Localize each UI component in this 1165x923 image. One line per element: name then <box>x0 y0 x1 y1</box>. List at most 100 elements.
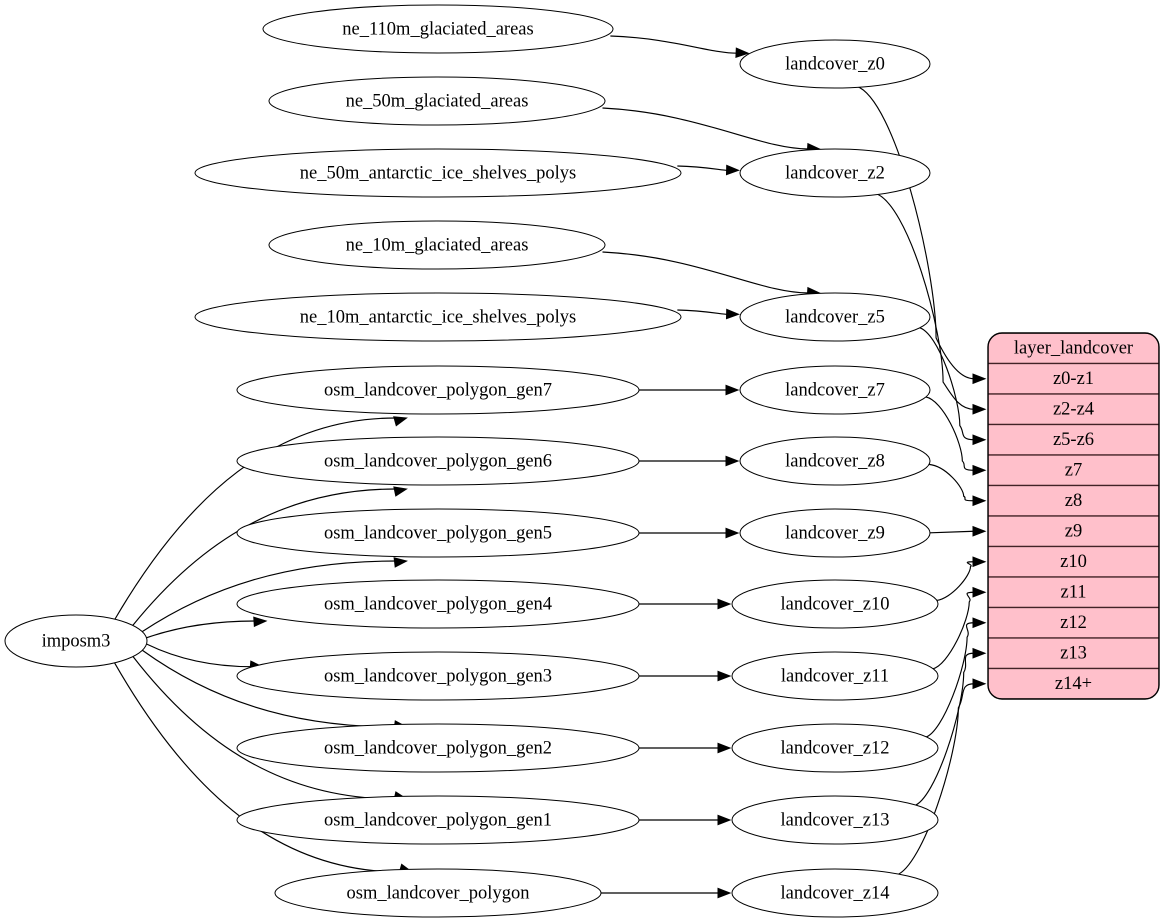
edge-imposm3-to-osm-landcover-polygon-gen1 <box>132 656 396 800</box>
edge-landcover-z7-to-layer-row-3 <box>925 396 975 471</box>
node-osm-landcover-polygon-gen2[interactable]: osm_landcover_polygon_gen2 <box>236 723 640 773</box>
table-row-label: z5-z6 <box>1053 430 1094 450</box>
table-row-z14[interactable]: z14+ <box>988 667 1159 700</box>
arrow-head <box>725 455 740 467</box>
edge-landcover-z9-to-layer-row-5 <box>929 530 975 534</box>
node-ellipse <box>236 723 640 773</box>
node-label: ne_10m_glaciated_areas <box>346 235 529 255</box>
table-title-label: layer_landcover <box>1014 339 1133 359</box>
table-row-z9[interactable]: z9 <box>988 515 1159 548</box>
node-landcover-z0[interactable]: landcover_z0 <box>739 39 931 89</box>
table-row-label: z2-z4 <box>1053 400 1094 420</box>
edge-ne-50m-antarctic-ice-shelves-polys-to-landcover-z2 <box>677 165 728 171</box>
arrow-head <box>393 557 408 568</box>
arrow-head <box>972 464 987 476</box>
node-label: landcover_z10 <box>781 594 890 614</box>
node-landcover-z7[interactable]: landcover_z7 <box>739 365 931 415</box>
node-landcover-z13[interactable]: landcover_z13 <box>731 795 939 845</box>
edge-imposm3-to-osm-landcover-polygon-gen3 <box>146 643 252 668</box>
node-ellipse <box>236 365 640 415</box>
edge-ne-10m-glaciated-areas-to-landcover-z5 <box>602 251 809 294</box>
arrow-head <box>972 403 987 415</box>
node-label: landcover_z2 <box>785 163 885 183</box>
table-cell-background <box>988 423 1159 456</box>
table-cell-background <box>988 637 1159 670</box>
edge-ne-110m-glaciated-areas-to-landcover-z0 <box>610 35 738 54</box>
node-ne-50m-glaciated-areas[interactable]: ne_50m_glaciated_areas <box>268 76 606 126</box>
node-ellipse <box>194 148 682 198</box>
node-label: landcover_z5 <box>785 307 885 327</box>
node-landcover-z12[interactable]: landcover_z12 <box>731 723 939 773</box>
node-label: osm_landcover_polygon_gen6 <box>324 451 552 471</box>
node-ne-50m-antarctic-ice-shelves-polys[interactable]: ne_50m_antarctic_ice_shelves_polys <box>194 148 682 198</box>
table-row-z10[interactable]: z10 <box>988 545 1159 578</box>
table-row-label: z11 <box>1060 583 1086 603</box>
node-label: imposm3 <box>42 631 111 651</box>
node-label: landcover_z14 <box>781 883 890 903</box>
node-ne-110m-glaciated-areas[interactable]: ne_110m_glaciated_areas <box>262 4 614 54</box>
node-osm-landcover-polygon-gen7[interactable]: osm_landcover_polygon_gen7 <box>236 365 640 415</box>
table-cell-background <box>988 362 1159 395</box>
table-cell-background <box>988 667 1159 699</box>
table-row-label: z13 <box>1060 644 1087 664</box>
node-label: osm_landcover_polygon_gen7 <box>324 380 552 400</box>
edge-landcover-z8-to-layer-row-4 <box>928 463 975 502</box>
node-layer: ne_110m_glaciated_areas ne_50m_glaciated_… <box>4 4 939 918</box>
node-label: osm_landcover_polygon_gen1 <box>324 810 552 830</box>
table-row-z2-z4[interactable]: z2-z4 <box>988 393 1159 426</box>
edge-imposm3-to-osm-landcover-polygon-gen5 <box>141 560 396 633</box>
table-row-z5-z6[interactable]: z5-z6 <box>988 423 1159 456</box>
table-header-row[interactable]: layer_landcover <box>988 333 1159 365</box>
node-landcover-z11[interactable]: landcover_z11 <box>731 651 939 701</box>
node-osm-landcover-polygon-gen5[interactable]: osm_landcover_polygon_gen5 <box>236 508 640 558</box>
table-row-z12[interactable]: z12 <box>988 606 1159 639</box>
table-row-z7[interactable]: z7 <box>988 454 1159 487</box>
node-ellipse <box>739 365 931 415</box>
arrow-head <box>972 434 987 446</box>
node-ne-10m-glaciated-areas[interactable]: ne_10m_glaciated_areas <box>268 220 606 270</box>
node-landcover-z9[interactable]: landcover_z9 <box>739 508 931 558</box>
node-ne-10m-antarctic-ice-shelves-polys[interactable]: ne_10m_antarctic_ice_shelves_polys <box>194 292 682 342</box>
node-osm-landcover-polygon-gen4[interactable]: osm_landcover_polygon_gen4 <box>236 579 640 629</box>
node-ellipse <box>262 4 614 54</box>
node-landcover-z2[interactable]: landcover_z2 <box>739 148 931 198</box>
node-landcover-z14[interactable]: landcover_z14 <box>731 868 939 918</box>
table-row-z8[interactable]: z8 <box>988 484 1159 517</box>
edge-landcover-z5-to-layer-row-2 <box>918 326 975 441</box>
node-ellipse <box>236 651 640 701</box>
node-landcover-z5[interactable]: landcover_z5 <box>739 292 931 342</box>
edge-landcover-z2-to-layer-row-1 <box>874 192 975 410</box>
node-ellipse <box>731 651 939 701</box>
table-row-z0-z1[interactable]: z0-z1 <box>988 362 1159 395</box>
node-ellipse <box>731 795 939 845</box>
arrow-head <box>725 308 740 320</box>
node-ellipse <box>731 723 939 773</box>
node-landcover-z8[interactable]: landcover_z8 <box>739 436 931 486</box>
node-imposm3[interactable]: imposm3 <box>4 614 148 668</box>
edge-ne-50m-glaciated-areas-to-landcover-z2 <box>602 107 809 150</box>
node-osm-landcover-polygon-gen1[interactable]: osm_landcover_polygon_gen1 <box>236 795 640 845</box>
table-row-label: z0-z1 <box>1053 369 1094 389</box>
node-osm-landcover-polygon-gen6[interactable]: osm_landcover_polygon_gen6 <box>236 436 640 486</box>
table-row-z13[interactable]: z13 <box>988 637 1159 670</box>
arrow-head <box>972 373 987 385</box>
table-cell-background <box>988 545 1159 578</box>
node-label: landcover_z8 <box>785 451 885 471</box>
table-row-z11[interactable]: z11 <box>988 576 1159 609</box>
node-osm-landcover-polygon[interactable]: osm_landcover_polygon <box>274 868 602 918</box>
node-ellipse <box>739 436 931 486</box>
node-ellipse <box>739 508 931 558</box>
node-osm-landcover-polygon-gen3[interactable]: osm_landcover_polygon_gen3 <box>236 651 640 701</box>
arrow-head <box>972 617 987 629</box>
node-label: landcover_z11 <box>781 666 889 686</box>
arrow-head <box>717 887 732 899</box>
table-outline <box>987 332 1160 700</box>
table-cell-background <box>988 606 1159 639</box>
node-ellipse <box>731 868 939 918</box>
node-landcover-z10[interactable]: landcover_z10 <box>731 579 939 629</box>
table-row-label: z14+ <box>1055 674 1092 694</box>
node-label: osm_landcover_polygon_gen3 <box>324 666 552 686</box>
